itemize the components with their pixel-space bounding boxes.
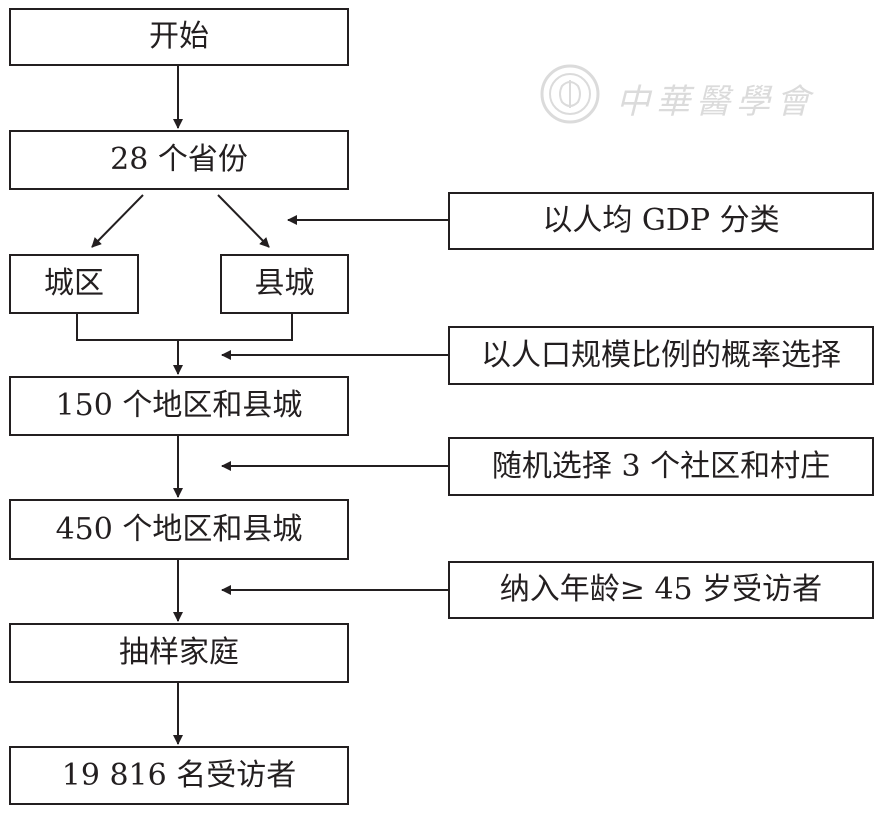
step-provinces: 28 个省份	[9, 130, 349, 190]
merge-bracket	[76, 314, 293, 341]
step-regions-150: 150 个地区和县城	[9, 376, 349, 436]
criterion-gdp: 以人均 GDP 分类	[448, 192, 874, 250]
arrow-provinces-to-county	[217, 194, 270, 248]
step-regions-450-label: 450 个地区和县城	[55, 511, 303, 547]
watermark-text: 中華醫學會	[616, 82, 816, 122]
criterion-random: 随机选择 3 个社区和村庄	[448, 437, 874, 496]
criterion-gdp-label: 以人均 GDP 分类	[542, 203, 780, 238]
criterion-age: 纳入年龄≥ 45 岁受访者	[448, 561, 874, 619]
step-respondents-label: 19 816 名受访者	[61, 757, 297, 793]
step-households-label: 抽样家庭	[119, 635, 239, 670]
criterion-population: 以人口规模比例的概率选择	[448, 326, 874, 385]
arrow-provinces-to-urban	[91, 194, 144, 248]
step-urban-label: 城区	[44, 266, 104, 301]
step-start-label: 开始	[149, 19, 209, 54]
step-county: 县城	[220, 254, 349, 314]
criterion-population-label: 以人口规模比例的概率选择	[481, 337, 841, 373]
step-start: 开始	[9, 8, 349, 66]
step-urban: 城区	[9, 254, 139, 314]
seal-icon	[540, 64, 600, 124]
step-provinces-label: 28 个省份	[110, 142, 248, 177]
publisher-watermark: 中華醫學會	[538, 62, 838, 126]
criterion-age-label: 纳入年龄≥ 45 岁受访者	[499, 572, 823, 607]
step-households: 抽样家庭	[9, 623, 349, 683]
step-respondents: 19 816 名受访者	[9, 746, 349, 805]
step-county-label: 县城	[254, 266, 315, 301]
criterion-random-label: 随机选择 3 个社区和村庄	[491, 448, 831, 484]
step-regions-150-label: 150 个地区和县城	[55, 388, 303, 423]
step-regions-450: 450 个地区和县城	[9, 499, 349, 560]
